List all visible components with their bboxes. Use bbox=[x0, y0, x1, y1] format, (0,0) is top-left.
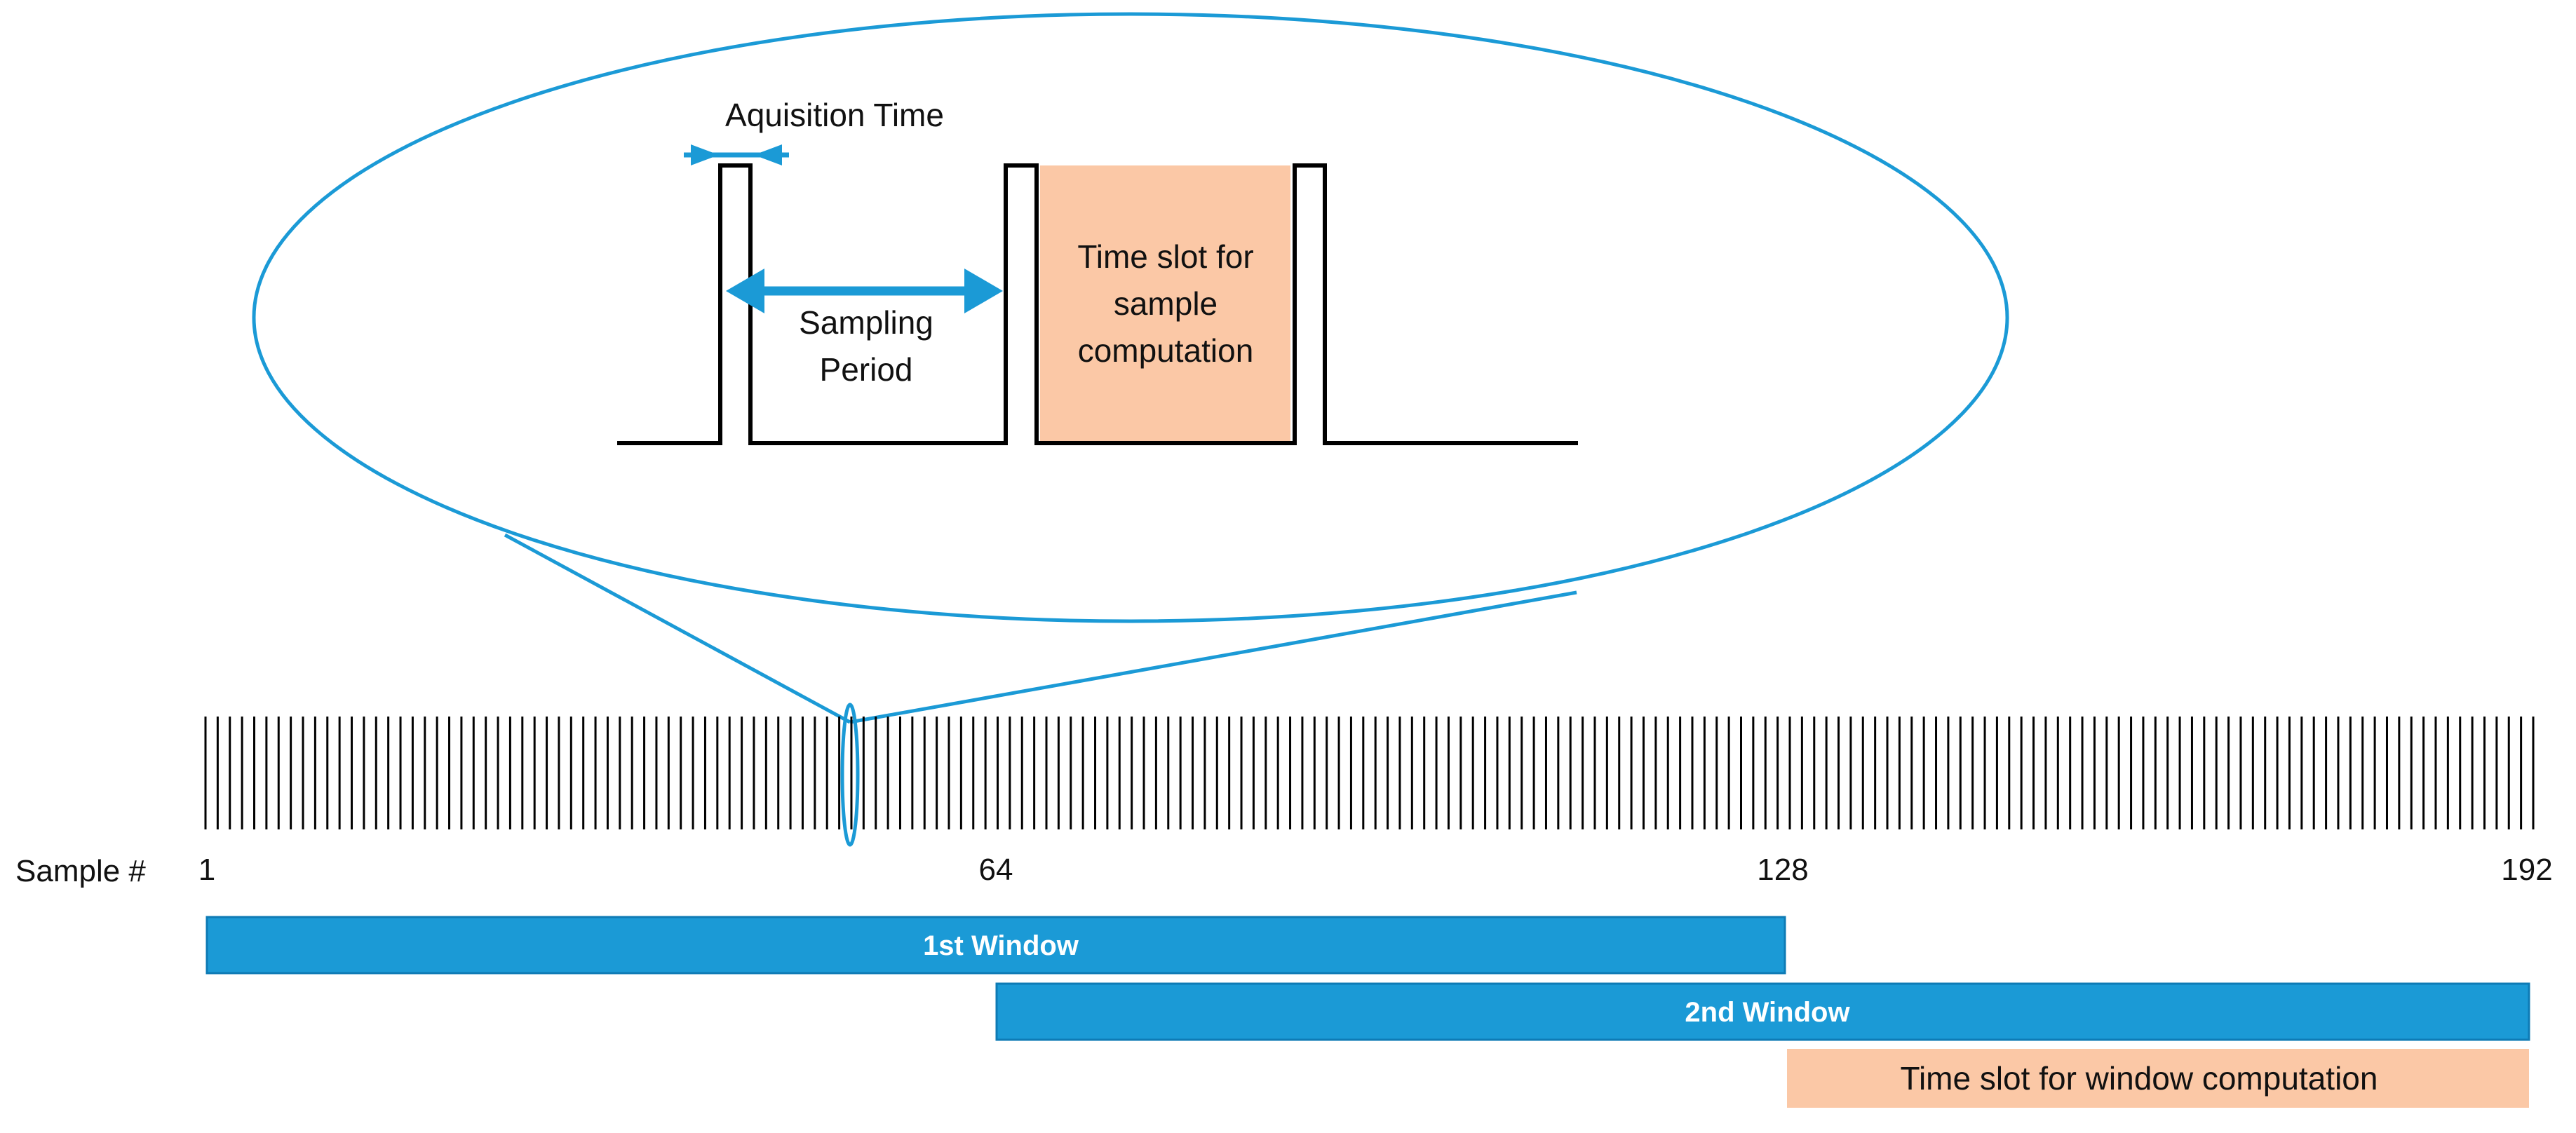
first-window-label: 1st Window bbox=[923, 930, 1079, 961]
tick-label-192: 192 bbox=[2501, 853, 2552, 887]
tick-label-1: 1 bbox=[198, 853, 215, 887]
sampling-period-label-line1: Sampling bbox=[799, 304, 933, 341]
window-computation-slot bbox=[1787, 1049, 2529, 1108]
sample-ticks bbox=[204, 717, 2535, 829]
zoom-callout-ellipse bbox=[252, 12, 2009, 623]
second-window-bar bbox=[995, 982, 2530, 1041]
tick-label-128: 128 bbox=[1757, 853, 1808, 887]
pulse-waveform bbox=[617, 163, 1578, 445]
sampling-arrowhead-right bbox=[964, 269, 1003, 313]
sample-computation-slot bbox=[1040, 165, 1290, 443]
tick-label-64: 64 bbox=[979, 853, 1013, 887]
zoom-source-marker bbox=[840, 703, 860, 847]
acquisition-arrowhead-right bbox=[754, 144, 782, 165]
second-window-label: 2nd Window bbox=[1685, 997, 1850, 1028]
sample-axis-label: Sample # bbox=[15, 854, 146, 888]
sampling-arrowhead-left bbox=[726, 269, 764, 313]
slot-label-line3: computation bbox=[1078, 332, 1254, 369]
acquisition-time-label: Aquisition Time bbox=[725, 97, 944, 133]
slot-label-line2: sample bbox=[1114, 285, 1218, 322]
slot-label-line1: Time slot for bbox=[1077, 238, 1253, 275]
callout-connector-left bbox=[504, 533, 851, 724]
window-computation-label: Time slot for window computation bbox=[1901, 1060, 2378, 1097]
sampling-period-label-line2: Period bbox=[820, 351, 913, 388]
acquisition-arrowhead-left bbox=[691, 144, 719, 165]
first-window-bar bbox=[205, 916, 1786, 975]
callout-connector-right bbox=[849, 590, 1577, 724]
